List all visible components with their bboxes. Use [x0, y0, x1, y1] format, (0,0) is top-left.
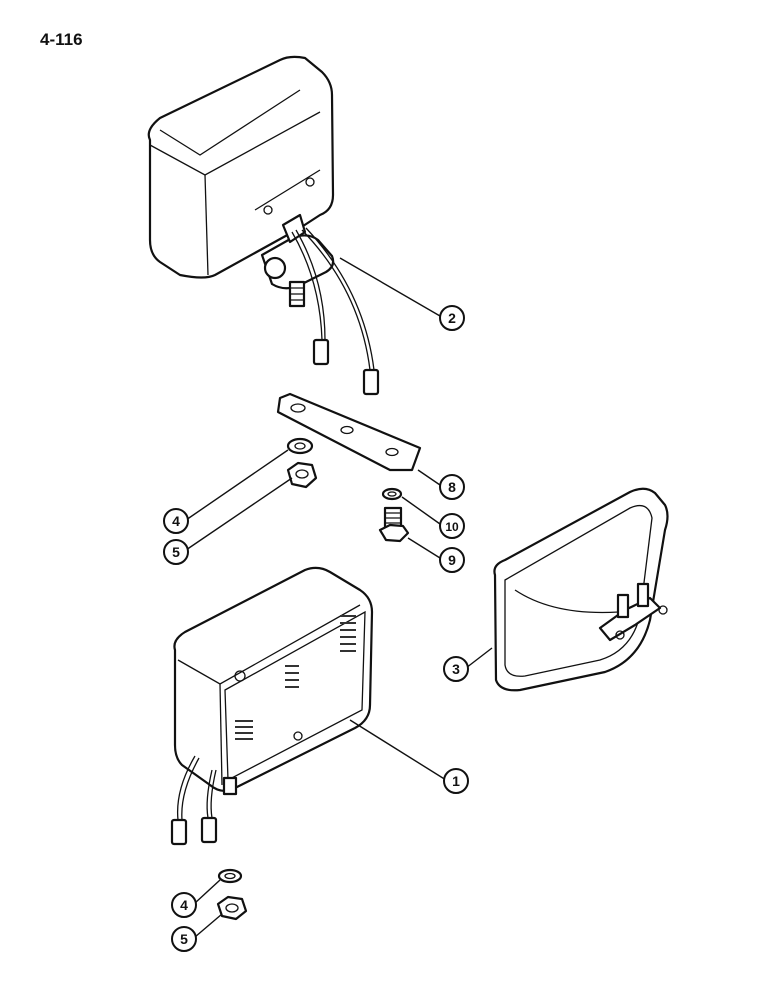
callout-4-upper: 4 — [163, 508, 189, 534]
callout-4-lower: 4 — [171, 892, 197, 918]
hex-nut-upper[interactable] — [286, 461, 318, 489]
callout-4-lower-label: 4 — [180, 897, 188, 913]
callout-4-upper-label: 4 — [172, 513, 180, 529]
lock-washer-upper[interactable] — [286, 437, 314, 455]
callout-2: 2 — [439, 305, 465, 331]
callout-5-upper-label: 5 — [172, 544, 180, 560]
callout-10-label: 10 — [445, 520, 459, 534]
callout-2-label: 2 — [448, 310, 456, 326]
mounting-strap[interactable] — [276, 392, 422, 472]
callout-1: 1 — [443, 768, 469, 794]
work-lamp-assembly[interactable] — [147, 55, 335, 308]
hex-screw[interactable] — [378, 506, 410, 543]
lamp-lens-reflector[interactable] — [493, 487, 669, 692]
callout-10: 10 — [439, 513, 465, 539]
callout-9: 9 — [439, 547, 465, 573]
lamp-housing[interactable] — [173, 566, 374, 796]
leader-lines — [185, 257, 493, 938]
callout-3-label: 3 — [452, 661, 460, 677]
callout-5-lower-label: 5 — [180, 931, 188, 947]
callout-9-label: 9 — [448, 552, 456, 568]
callout-8: 8 — [439, 474, 465, 500]
callout-1-label: 1 — [452, 773, 460, 789]
lamp-wire-leads — [291, 227, 380, 396]
lock-washer-lower[interactable] — [217, 868, 243, 884]
page-number: 4-116 — [40, 30, 83, 49]
callout-3: 3 — [443, 656, 469, 682]
housing-wire-leads — [170, 755, 218, 846]
callout-5-upper: 5 — [163, 539, 189, 565]
callout-5-lower: 5 — [171, 926, 197, 952]
callout-8-label: 8 — [448, 479, 456, 495]
lock-washer-screw[interactable] — [381, 487, 403, 501]
hex-nut-lower[interactable] — [216, 895, 248, 921]
